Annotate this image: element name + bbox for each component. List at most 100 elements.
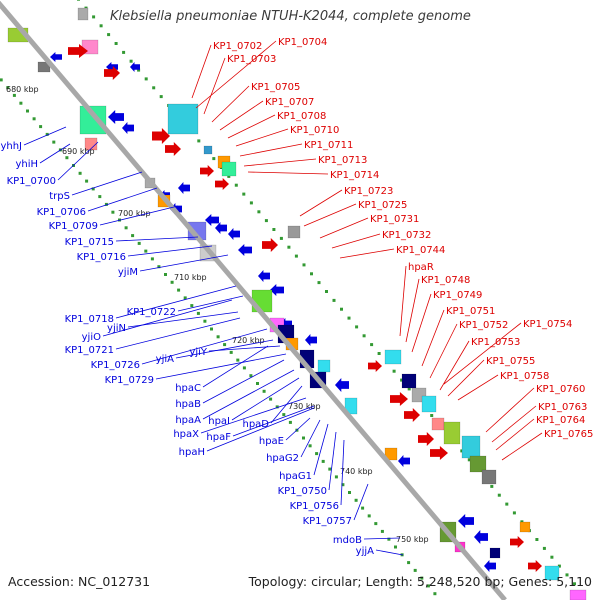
reverse-gene-arrow	[305, 334, 317, 346]
tick-dot	[269, 397, 273, 401]
gene-label-KP1_0756: KP1_0756	[290, 501, 339, 512]
tick-dot	[12, 93, 16, 97]
leader-line	[71, 171, 143, 196]
tick-dot	[137, 68, 141, 72]
gene-block	[84, 137, 98, 151]
leader-line	[303, 203, 357, 227]
tick-dot	[467, 458, 471, 462]
reverse-gene-arrow	[398, 455, 410, 467]
leader-line	[202, 345, 269, 388]
tick-dot	[328, 467, 332, 471]
gene-label-KP1_0763: KP1_0763	[538, 402, 587, 413]
tick-dot	[367, 514, 371, 518]
leader-line	[127, 311, 239, 328]
leader-line	[299, 189, 343, 217]
tick-dot	[490, 484, 494, 488]
scale-tick-label: 710 kbp	[174, 273, 207, 282]
leader-line	[243, 158, 317, 167]
tick-dot	[114, 42, 118, 45]
reverse-gene-arrow	[50, 52, 62, 62]
gene-label-KP1_0760: KP1_0760	[536, 384, 585, 395]
leader-line	[363, 537, 401, 540]
gene-label-yjjA: yjjA	[356, 546, 374, 557]
gene-label-KP1_0715: KP1_0715	[65, 237, 114, 248]
tick-dot	[170, 280, 174, 284]
tick-dot	[387, 537, 391, 541]
right-label-leaders	[191, 40, 543, 461]
forward-gene-arrow	[418, 432, 434, 446]
tick-dot	[433, 592, 437, 596]
tick-dot	[256, 382, 259, 385]
tick-dot	[394, 545, 397, 549]
tick-dot	[122, 50, 126, 54]
tick-dot	[216, 335, 220, 339]
leader-line	[457, 374, 499, 401]
gene-label-KP1_0714: KP1_0714	[330, 170, 379, 181]
tick-dot	[321, 459, 325, 463]
gene-block	[384, 447, 398, 461]
gene-label-hpaE: hpaE	[259, 436, 284, 447]
leader-line	[235, 128, 289, 147]
forward-gene-arrow	[215, 178, 229, 190]
forward-gene-arrow	[200, 165, 214, 177]
gene-label-KP1_0700: KP1_0700	[7, 176, 56, 187]
tick-dot	[249, 374, 253, 378]
scale-tick-label: 690 kbp	[62, 147, 95, 156]
tick-dot	[262, 389, 266, 393]
reverse-gene-arrow	[335, 378, 349, 392]
gene-block	[344, 397, 358, 415]
reverse-gene-arrow	[205, 214, 219, 226]
gene-label-KP1_0705: KP1_0705	[251, 82, 300, 93]
tick-dot	[407, 561, 411, 565]
tick-dot	[234, 183, 238, 187]
forward-gene-arrow	[430, 446, 448, 460]
tick-dot	[370, 343, 374, 347]
gene-block	[384, 349, 402, 365]
tick-dot	[294, 254, 298, 258]
tick-dot	[183, 296, 187, 300]
forward-gene-arrow	[104, 66, 120, 80]
reverse-gene-arrow	[258, 270, 270, 282]
gene-label-KP1_0752: KP1_0752	[459, 320, 508, 331]
leader-line	[202, 369, 295, 420]
leader-line	[247, 171, 329, 175]
tick-dot	[242, 366, 246, 370]
tick-dot	[152, 86, 156, 90]
gene-label-KP1_0731: KP1_0731	[370, 214, 419, 225]
leader-line	[206, 407, 315, 452]
leader-line	[439, 340, 470, 391]
gene-label-yjiY: yjiY	[189, 347, 207, 358]
tick-dot	[430, 414, 434, 417]
tick-dot	[91, 187, 95, 191]
leader-line	[127, 245, 213, 257]
tick-dot	[229, 350, 233, 354]
tick-dot	[512, 511, 516, 515]
tick-dot	[315, 452, 319, 456]
leader-line	[39, 143, 71, 164]
gene-label-KP1_0710: KP1_0710	[290, 125, 339, 136]
gene-label-hpaB: hpaB	[175, 399, 201, 410]
gene-label-KP1_0713: KP1_0713	[318, 155, 367, 166]
genome-backbone	[0, 0, 507, 600]
gene-block	[489, 547, 501, 559]
tick-dot	[302, 263, 306, 267]
reverse-gene-arrow	[215, 222, 227, 234]
tick-dot	[131, 234, 135, 238]
gene-label-hpaG1: hpaG1	[279, 471, 312, 482]
gene-block	[203, 145, 213, 155]
gene-label-KP1_0725: KP1_0725	[358, 200, 407, 211]
leader-line	[202, 359, 285, 404]
gene-label-hpaF: hpaF	[206, 432, 231, 443]
tick-dot	[92, 15, 96, 19]
reverse-gene-arrow	[238, 244, 252, 256]
gene-label-hpaI: hpaI	[208, 416, 230, 427]
scale-tick-label: 730 kbp	[288, 402, 321, 411]
gene-label-KP1_0758: KP1_0758	[500, 371, 549, 382]
tick-dot	[104, 202, 108, 206]
leader-line	[195, 40, 277, 109]
tick-dot	[340, 307, 343, 311]
leader-line	[208, 345, 281, 352]
gene-block	[421, 395, 437, 413]
leader-line	[232, 405, 315, 437]
